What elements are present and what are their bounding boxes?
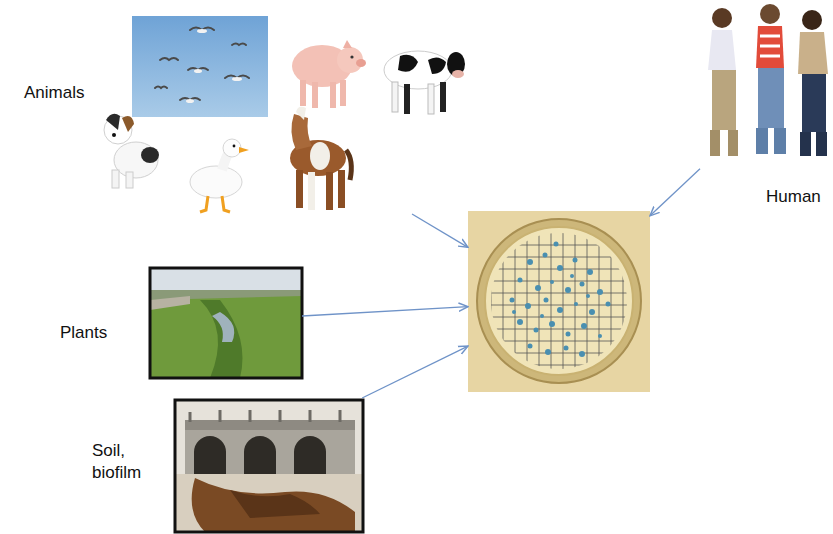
flow-arrow	[362, 346, 468, 398]
flow-arrow	[412, 214, 468, 247]
source-label: Soil, biofilm	[92, 440, 172, 484]
source-group: Animals	[20, 14, 468, 214]
source-group: Plants	[55, 266, 302, 380]
source-group: Human	[700, 4, 829, 212]
flow-arrow	[650, 169, 700, 216]
source-label: Human	[766, 186, 828, 208]
flow-arrow	[302, 307, 468, 316]
source-group: Soil, biofilm	[88, 398, 363, 532]
source-label: Animals	[24, 82, 124, 104]
source-label: Plants	[60, 322, 148, 344]
petri-dish	[468, 211, 650, 392]
